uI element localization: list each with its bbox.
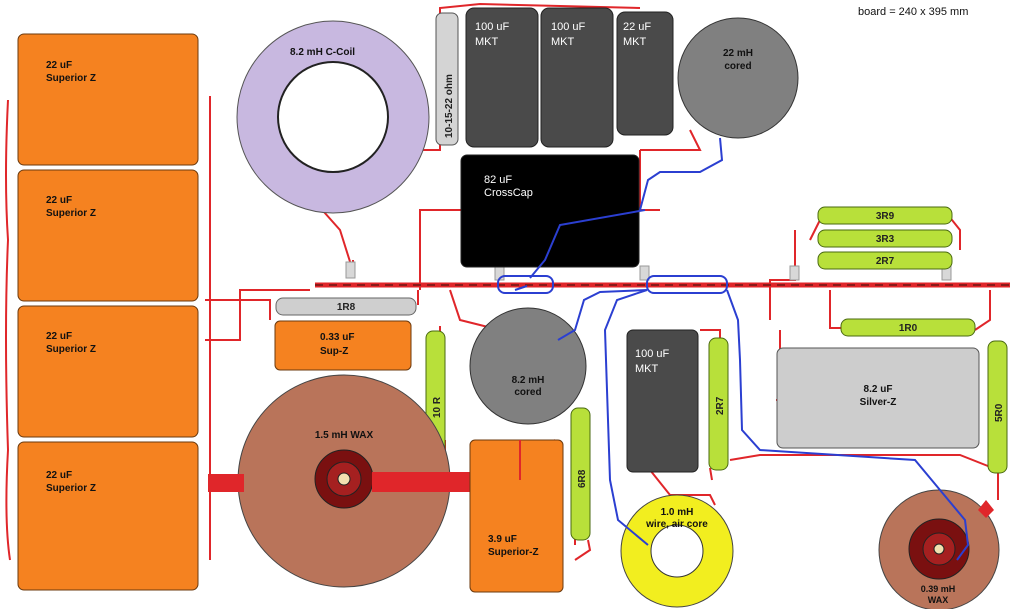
coil-type: WAX — [928, 595, 949, 605]
coil-type: wire, air core — [645, 519, 708, 530]
cap-value: 22 uF — [46, 60, 72, 71]
coil-type: cored — [514, 387, 541, 398]
cap-100uF-mkt-1: 100 uF MKT — [465, 7, 539, 148]
res-10-15-22-ohm: 10-15-22 ohm — [435, 12, 459, 146]
res-3R3: 3R3 — [817, 229, 953, 248]
cap-22uF-superior-z-3: 22 uF Superior Z — [17, 305, 199, 438]
res-3R9: 3R9 — [817, 206, 953, 225]
blue-wiring — [497, 137, 970, 561]
cap-value: 22 uF — [46, 195, 72, 206]
res-label: 2R7 — [715, 396, 726, 415]
cap-22uF-mkt: 22 uF MKT — [616, 11, 674, 136]
cap-value: 22 uF — [623, 21, 651, 33]
coil-value: 22 mH — [723, 48, 753, 59]
res-2R7-mid: 2R7 — [708, 337, 729, 471]
res-1R8: 1R8 — [275, 297, 417, 316]
cap-value: 22 uF — [46, 470, 72, 481]
cap-value: 0.33 uF — [320, 332, 354, 343]
cap-value: 100 uF — [635, 348, 670, 360]
res-label: 1R0 — [899, 323, 918, 334]
cap-value: 100 uF — [475, 21, 510, 33]
res-6R8: 6R8 — [570, 407, 591, 541]
coil-22mH-cored: 22 mH cored — [677, 17, 799, 139]
cap-0uF33-sup-z: 0.33 uF Sup-Z — [274, 320, 412, 371]
coil-1mH5-wax: 1.5 mH WAX — [237, 374, 451, 588]
cap-type: Silver-Z — [860, 397, 897, 408]
cap-3uF9-superior-z: 3.9 uF Superior-Z — [469, 439, 564, 593]
cap-type: Superior Z — [46, 483, 96, 494]
wax-lead-left — [208, 474, 244, 492]
cap-22uF-superior-z-4: 22 uF Superior Z — [17, 441, 199, 591]
coil-value: 1.0 mH — [661, 507, 694, 518]
coil-8mH2-c-coil: 8.2 mH C-Coil — [236, 20, 430, 214]
res-label: 10 R — [432, 396, 443, 418]
cap-type: Superior Z — [46, 73, 96, 84]
cap-100uF-mkt-3: 100 uF MKT — [626, 329, 699, 473]
res-label: 5R0 — [994, 403, 1005, 422]
cap-8uF2-silver-z: 8.2 uF Silver-Z — [776, 347, 980, 449]
coil-type: cored — [724, 61, 751, 72]
res-label: 2R7 — [876, 256, 895, 267]
cap-type: Superior Z — [46, 208, 96, 219]
cap-type: Superior Z — [46, 344, 96, 355]
cap-82uF-crosscap: 82 uF CrossCap — [460, 154, 640, 268]
cap-22uF-superior-z-1: 22 uF Superior Z — [17, 33, 199, 166]
red-diamond-terminal — [978, 500, 994, 518]
cap-value: 82 uF — [484, 174, 512, 186]
cap-22uF-superior-z-2: 22 uF Superior Z — [17, 169, 199, 302]
coil-value: 0.39 mH — [921, 584, 956, 594]
cap-type: MKT — [551, 36, 575, 48]
cap-100uF-mkt-2: 100 uF MKT — [540, 7, 614, 148]
ground-bus — [315, 261, 1010, 288]
cap-type: Superior-Z — [488, 547, 539, 558]
res-label: 6R8 — [577, 469, 588, 488]
cap-type: CrossCap — [484, 187, 533, 199]
res-label: 10-15-22 ohm — [444, 74, 455, 138]
coil-8mH2-cored: 8.2 mH cored — [469, 307, 587, 425]
cap-value: 100 uF — [551, 21, 586, 33]
cap-value: 3.9 uF — [488, 534, 517, 545]
coil-label: 1.5 mH WAX — [315, 430, 374, 441]
res-label: 3R9 — [876, 211, 895, 222]
board-size-note: board = 240 x 395 mm — [858, 6, 968, 18]
cap-type: MKT — [623, 36, 647, 48]
coil-label: 8.2 mH C-Coil — [290, 47, 355, 58]
res-1R0: 1R0 — [840, 318, 976, 337]
res-5R0: 5R0 — [987, 340, 1008, 474]
cap-type: MKT — [635, 363, 659, 375]
cap-value: 22 uF — [46, 331, 72, 342]
res-2R7-top: 2R7 — [817, 251, 953, 270]
res-label: 1R8 — [337, 302, 356, 313]
coil-1mH0-air-core: 1.0 mH wire, air core — [620, 494, 734, 608]
coil-0mH39-wax: 0.39 mH WAX — [878, 489, 1000, 609]
res-label: 3R3 — [876, 234, 895, 245]
cap-type: MKT — [475, 36, 499, 48]
cap-value: 8.2 uF — [864, 384, 893, 395]
coil-value: 8.2 mH — [512, 375, 545, 386]
cap-type: Sup-Z — [320, 346, 348, 357]
